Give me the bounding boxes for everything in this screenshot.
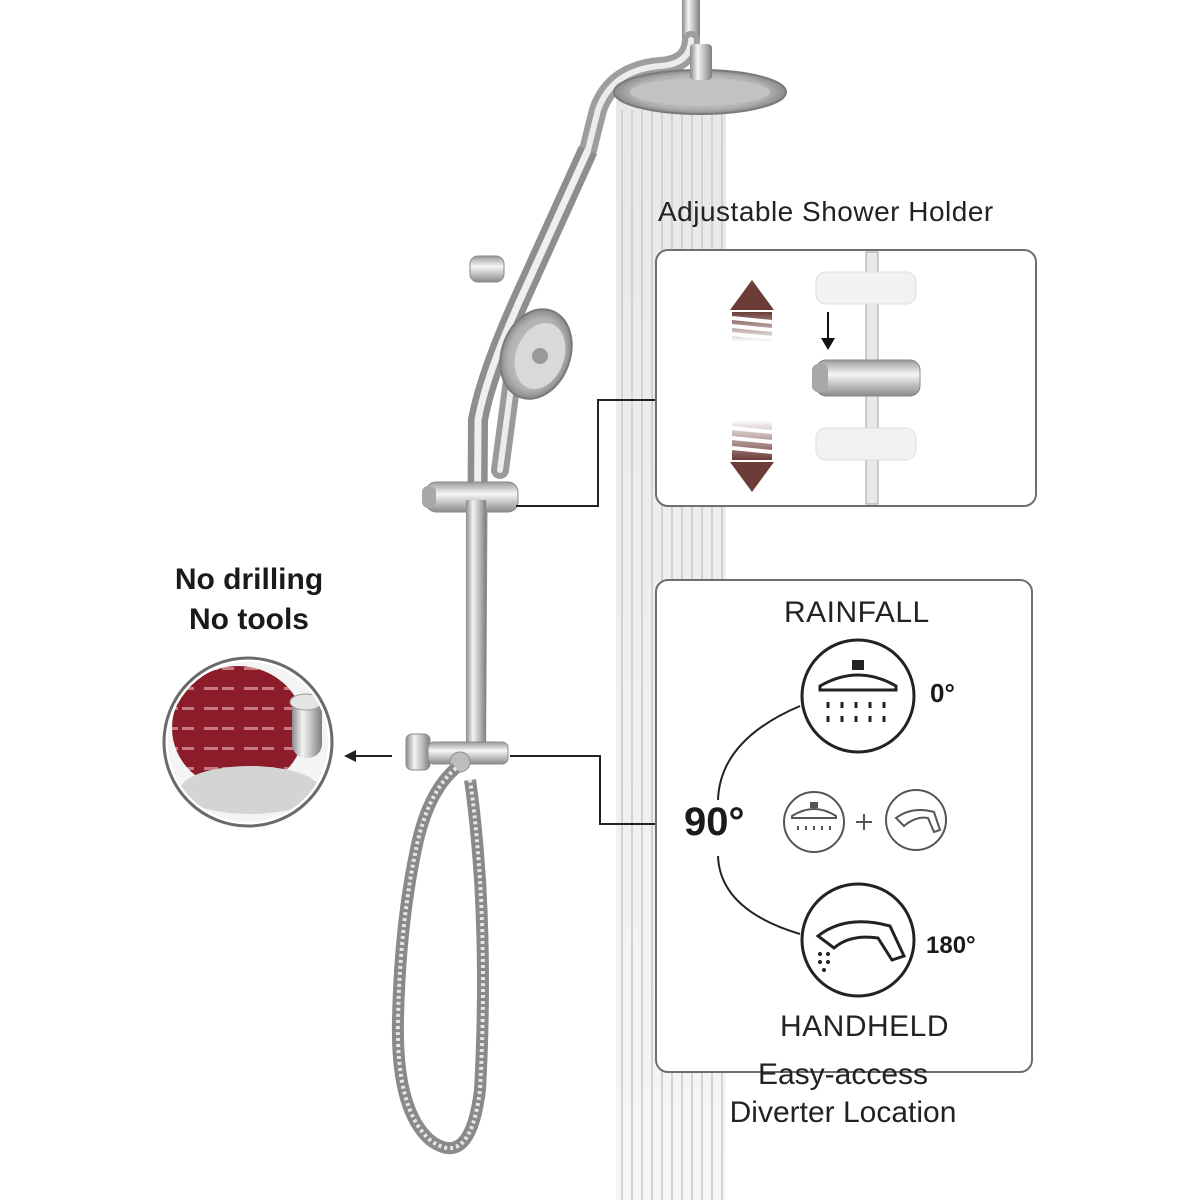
handheld-label: HANDHELD xyxy=(780,1010,950,1043)
arrow-down-icon xyxy=(730,420,774,492)
rainfall-label: RAINFALL xyxy=(784,596,930,629)
rainfall-mode-icon xyxy=(800,638,916,754)
holder-panel xyxy=(655,249,1037,507)
adhesive-mount-detail xyxy=(162,656,334,828)
diverter-line-2: Diverter Location xyxy=(729,1096,957,1129)
diverter-mount xyxy=(405,733,509,773)
both-mode-icon xyxy=(783,789,947,853)
arrow-down-small-icon xyxy=(821,312,835,350)
handheld-shower-head xyxy=(491,308,573,479)
diverter-panel xyxy=(655,579,1033,1073)
slide-holder xyxy=(422,481,519,513)
rainfall-angle: 0° xyxy=(930,678,955,708)
holder-callout-line xyxy=(516,399,656,507)
diverter-callout-line xyxy=(510,755,662,825)
handheld-angle: 180° xyxy=(926,932,976,959)
no-tools-line: No tools xyxy=(189,603,309,636)
slide-bar xyxy=(466,500,486,760)
holder-title: Adjustable Shower Holder xyxy=(658,196,994,227)
diverter-location-text: Easy-access Diverter Location xyxy=(700,1056,986,1132)
arrow-up-icon xyxy=(730,280,774,342)
diverter-line-1: Easy-access xyxy=(757,1058,929,1091)
arrow-left-icon xyxy=(344,750,392,762)
handheld-mode-icon xyxy=(800,882,916,998)
shower-hose xyxy=(391,763,489,1155)
no-drilling-text: No drilling No tools xyxy=(154,560,344,640)
no-drilling-line: No drilling xyxy=(174,563,324,596)
rain-shower-head xyxy=(579,0,787,159)
both-angle: 90° xyxy=(684,800,745,844)
riser-pipe xyxy=(466,145,598,761)
